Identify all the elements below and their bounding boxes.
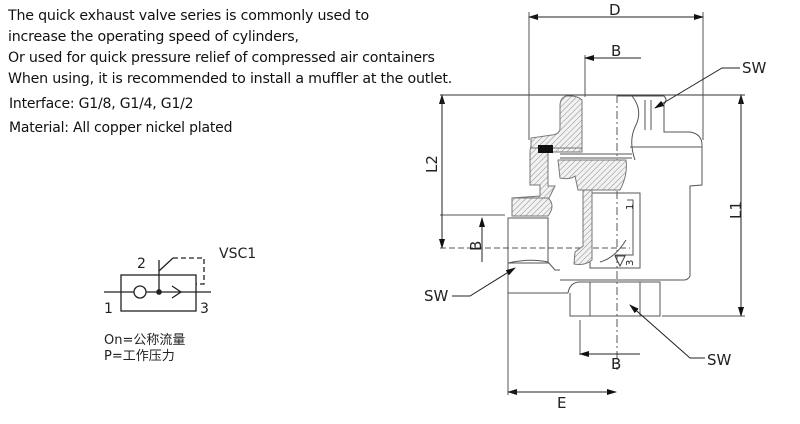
symbol-model: VSC1 [219, 246, 256, 262]
side-port-body [507, 217, 549, 264]
symbol-pilot-dashed [173, 257, 205, 285]
hatched-cap [530, 95, 583, 149]
side-port-break [507, 259, 560, 271]
description-line: The quick exhaust valve series is common… [8, 8, 369, 24]
symbol-arrow [171, 285, 183, 299]
inner-port-path [615, 199, 634, 256]
legend-pressure: P=工作压力 [104, 349, 175, 364]
dim-label-e: E [557, 394, 566, 412]
dim-label-b-bottom: B [611, 355, 621, 373]
dim-label-b-side: B [467, 241, 485, 251]
sw-left-leader [452, 267, 516, 297]
symbol-port-1: 1 [104, 301, 113, 317]
seal-ring [538, 145, 553, 153]
legend-flow: On=公称流量 [104, 333, 186, 348]
description-line: Or used for quick pressure relief of com… [8, 50, 435, 66]
description-block: The quick exhaust valve series is common… [8, 6, 452, 90]
inner-port-arc [599, 239, 627, 263]
valve-drawing [440, 12, 745, 395]
inner-port-label-3: 3 [625, 260, 636, 266]
dimension-lines [439, 14, 744, 395]
sw-bottom-leader [629, 304, 705, 359]
hatched-diaphragm [557, 159, 627, 191]
bottom-hex-nut [567, 281, 661, 317]
inner-port-triangle-icon [614, 255, 626, 268]
dim-label-l1: L1 [727, 201, 745, 219]
upper-break-line [631, 95, 640, 161]
hatched-side-port [511, 197, 553, 217]
dim-label-l2: L2 [423, 155, 441, 173]
body-outline-upper [560, 95, 703, 281]
symbol-port-3: 3 [200, 301, 209, 317]
hatched-stem [573, 189, 593, 265]
dim-label-sw-top: SW [742, 59, 767, 77]
inner-port-label-1: 1 [625, 204, 636, 210]
dim-label-sw-bottom: SW [707, 351, 732, 369]
symbol-pilot-line [158, 257, 174, 272]
valve-symbol [104, 257, 211, 312]
symbol-port-2: 2 [137, 256, 146, 272]
sw-top-leader [654, 67, 740, 109]
cross-section [511, 95, 627, 265]
interface-spec: Interface: G1/8, G1/4, G1/2 [9, 96, 194, 112]
description-line: When using, it is recommended to install… [8, 71, 453, 87]
dim-label-sw-left: SW [424, 287, 449, 305]
description-line: increase the operating speed of cylinder… [8, 29, 299, 45]
material-spec: Material: All copper nickel plated [9, 120, 233, 136]
dim-label-b-top: B [611, 42, 621, 60]
symbol-check-ball [133, 285, 147, 299]
dim-label-d: D [609, 1, 621, 19]
